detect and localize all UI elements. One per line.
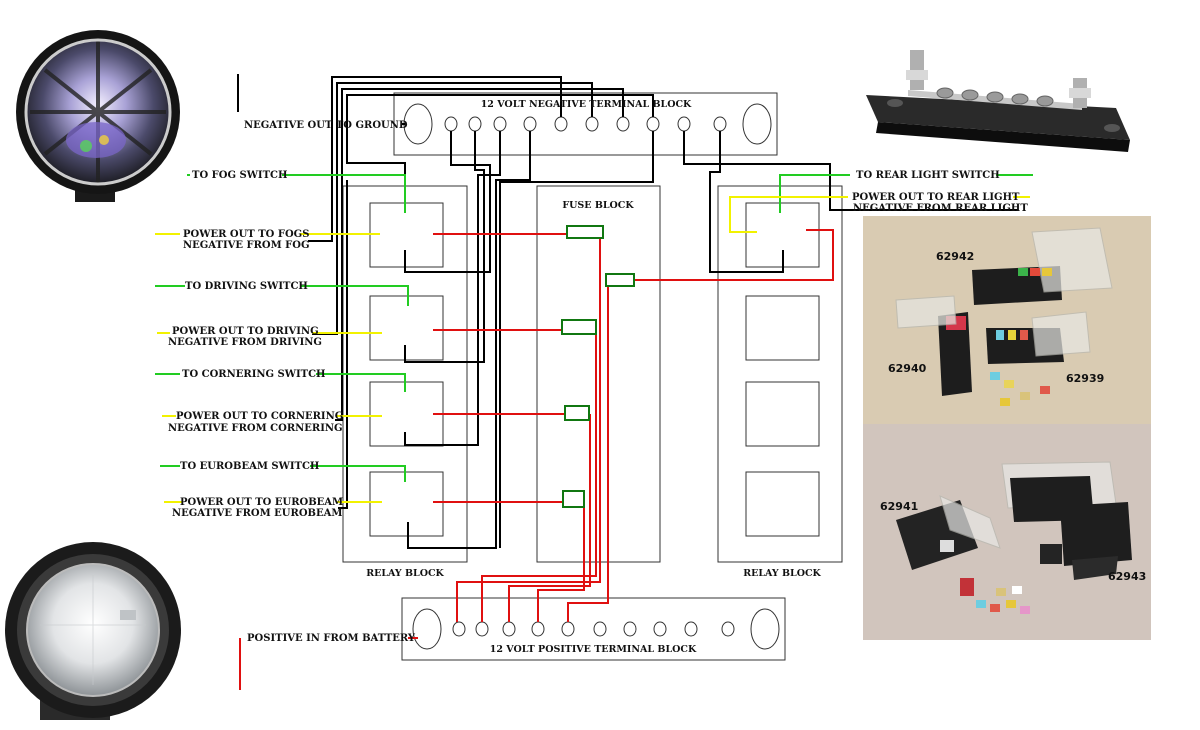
to-eurobeam-switch-label: TO EUROBEAM SWITCH <box>180 461 319 472</box>
relay-spare-1 <box>745 295 820 361</box>
fuse-block-label: FUSE BLOCK <box>562 200 634 211</box>
positive-terminal-block <box>401 597 786 661</box>
fog-light-photo <box>16 30 180 202</box>
positive-in-label: POSITIVE IN FROM BATTERY <box>247 633 416 644</box>
fuses <box>561 225 635 508</box>
relay-spare-2 <box>745 381 820 447</box>
negative-out-label: NEGATIVE OUT TO GROUND <box>244 120 408 131</box>
power-out-rear-label: POWER OUT TO REAR LIGHT <box>852 192 1020 203</box>
to-driving-switch-label: TO DRIVING SWITCH <box>185 281 308 292</box>
relay-block-right <box>717 185 843 563</box>
fuse-block <box>536 185 661 563</box>
round-driving-light-photo <box>5 542 181 720</box>
switch-wires <box>155 174 1033 482</box>
part-number-62943: 62943 <box>1108 570 1146 583</box>
positive-terminal-studs <box>452 621 735 637</box>
negative-from-rear-label: NEGATIVE FROM REAR LIGHT <box>853 203 1028 214</box>
negative-terminal-block-label: 12 VOLT NEGATIVE TERMINAL BLOCK <box>481 99 692 110</box>
negative-from-driving-label: NEGATIVE FROM DRIVING <box>168 337 322 348</box>
relay-eurobeam <box>369 471 444 537</box>
relay-spare-3 <box>745 471 820 537</box>
power-out-eurobeam-label: POWER OUT TO EUROBEAM <box>180 497 343 508</box>
negative-from-fog-label: NEGATIVE FROM FOG <box>183 240 310 251</box>
negative-wires <box>237 74 1018 549</box>
power-out-fogs-label: POWER OUT TO FOGS <box>183 229 309 240</box>
part-number-62940: 62940 <box>888 362 927 375</box>
relay-driving <box>369 295 444 361</box>
relay-cornering <box>369 381 444 447</box>
to-cornering-switch-label: TO CORNERING SWITCH <box>182 369 326 380</box>
part-number-62942: 62942 <box>936 250 974 263</box>
relay-fog <box>369 202 444 268</box>
negative-terminal-studs <box>444 116 727 132</box>
power-out-cornering-label: POWER OUT TO CORNERING <box>176 411 343 422</box>
positive-terminal-block-label: 12 VOLT POSITIVE TERMINAL BLOCK <box>490 644 697 655</box>
positive-wires <box>239 229 834 690</box>
relay-fuse-kits-photo <box>863 424 1151 640</box>
power-out-wires <box>155 196 1030 503</box>
to-rear-light-switch-label: TO REAR LIGHT SWITCH <box>856 170 1000 181</box>
part-number-62939: 62939 <box>1066 372 1104 385</box>
negative-from-eurobeam-label: NEGATIVE FROM EUROBEAM <box>172 508 342 519</box>
to-fog-switch-label: TO FOG SWITCH <box>192 170 287 181</box>
part-number-62941: 62941 <box>880 500 918 513</box>
terminal-bus-bar-photo <box>866 50 1130 152</box>
negative-terminal-block <box>393 92 778 156</box>
fuse-block-kits-photo <box>863 216 1151 424</box>
negative-from-cornering-label: NEGATIVE FROM CORNERING <box>168 423 343 434</box>
relay-block-right-label: RELAY BLOCK <box>743 568 821 579</box>
power-out-driving-label: POWER OUT TO DRIVING <box>172 326 319 337</box>
relay-block-left-label: RELAY BLOCK <box>366 568 444 579</box>
